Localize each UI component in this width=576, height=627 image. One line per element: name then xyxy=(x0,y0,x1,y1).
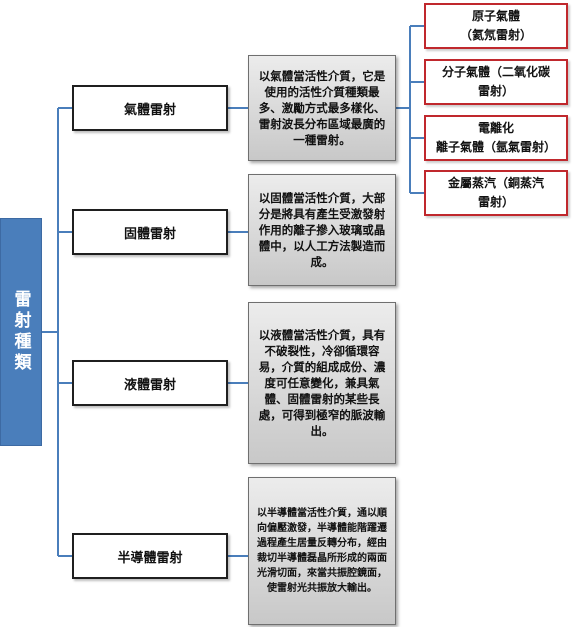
gas-type-atomic: 原子氣體 （氦氖雷射） xyxy=(424,3,568,49)
description-text: 以氣體當活性介質，它是使用的活性介質種類最多、激勵方式最多樣化、雷射波長分布區域… xyxy=(258,69,386,147)
category-label: 液體雷射 xyxy=(123,377,176,393)
description-semiconductor-laser: 以半導體當活性介質，通以順向偏壓激發，半導體能階躍遷過程產生居量反轉分布，經由裁… xyxy=(248,477,396,625)
gas-type-line2: 雷射） xyxy=(477,195,514,209)
gas-type-ionized: 電離化 離子氣體（氬氣雷射） xyxy=(424,115,568,161)
category-label: 固體雷射 xyxy=(123,226,176,242)
root-node-laser-types: 雷射種類 xyxy=(0,218,42,446)
description-text: 以半導體當活性介質，通以順向偏壓激發，半導體能階躍遷過程產生居量反轉分布，經由裁… xyxy=(257,508,387,594)
category-label: 半導體雷射 xyxy=(117,550,183,566)
description-text: 以液體當活性介質，具有不破裂性，冷卻循環容易，介質的組成成份、濃度可任意變化，兼… xyxy=(258,328,386,438)
gas-type-line2: （氦氖雷射） xyxy=(459,28,532,42)
category-liquid-laser: 液體雷射 xyxy=(72,360,228,406)
gas-type-line2: 離子氣體（氬氣雷射） xyxy=(435,140,556,154)
gas-type-line1: 電離化 xyxy=(477,121,514,135)
description-liquid-laser: 以液體當活性介質，具有不破裂性，冷卻循環容易，介質的組成成份、濃度可任意變化，兼… xyxy=(248,302,396,464)
gas-type-metal-vapor: 金屬蒸汽（銅蒸汽 雷射） xyxy=(424,170,568,216)
category-gas-laser: 氣體雷射 xyxy=(72,85,228,131)
category-semiconductor-laser: 半導體雷射 xyxy=(72,533,228,579)
category-label: 氣體雷射 xyxy=(123,102,176,118)
description-solid-laser: 以固體當活性介質，大部分是將具有產生受激發射作用的離子摻入玻璃或晶體中，以人工方… xyxy=(248,174,396,286)
gas-type-line1: 金屬蒸汽（銅蒸汽 xyxy=(447,176,544,190)
gas-type-molecular: 分子氣體（二氧化碳 雷射） xyxy=(424,59,568,105)
description-text: 以固體當活性介質，大部分是將具有產生受激發射作用的離子摻入玻璃或晶體中，以人工方… xyxy=(258,191,386,269)
category-solid-laser: 固體雷射 xyxy=(72,209,228,255)
description-gas-laser: 以氣體當活性介質，它是使用的活性介質種類最多、激勵方式最多樣化、雷射波長分布區域… xyxy=(248,55,396,161)
root-label: 雷射種類 xyxy=(10,290,31,374)
gas-type-line1: 原子氣體 xyxy=(471,9,520,23)
gas-type-line2: 雷射） xyxy=(477,84,514,98)
gas-type-line1: 分子氣體（二氧化碳 xyxy=(441,65,550,79)
